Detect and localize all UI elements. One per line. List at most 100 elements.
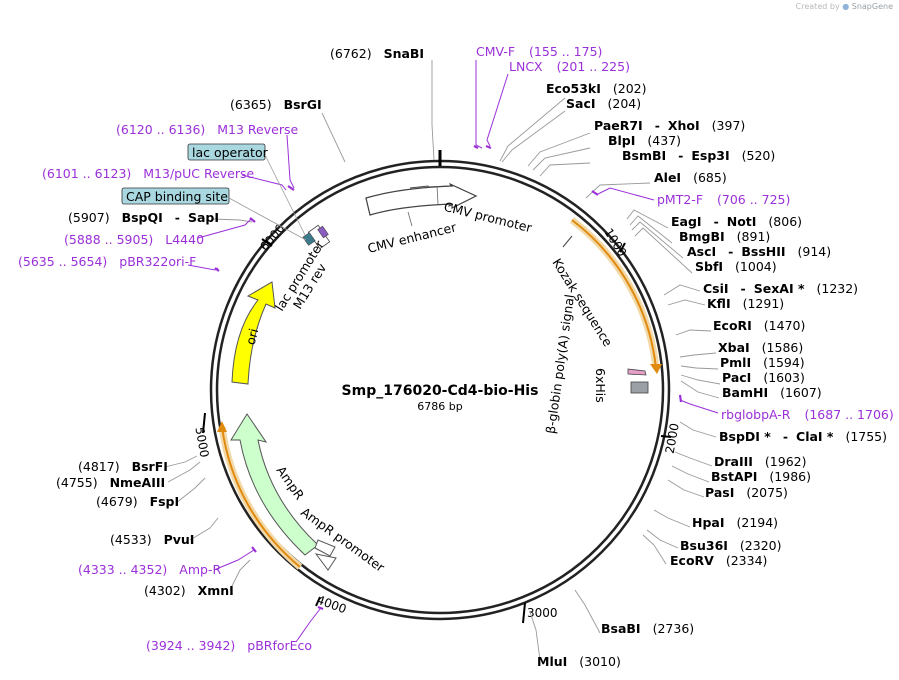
site-sep: -: [728, 244, 733, 259]
site-bsabi: BsaBI (2736): [601, 621, 694, 636]
site-name: FspI: [150, 494, 180, 509]
site-pos: (1594): [763, 355, 805, 370]
primer-l4440: (5888 .. 5905) L4440: [64, 232, 204, 247]
site-pos: (5907): [68, 210, 110, 225]
cap-binding-tag: CAP binding site: [126, 189, 228, 204]
site-name: EcoRV: [670, 553, 714, 568]
tick-label-2000: 2000: [663, 422, 682, 455]
site-draiii: DraIII (1962): [714, 454, 807, 469]
site-pos: (204): [607, 96, 641, 111]
site-pos: (2320): [740, 538, 782, 553]
primer-pmt2-f: pMT2-F (706 .. 725): [657, 192, 790, 207]
primer-amp-r: (4333 .. 4352) Amp-R: [78, 562, 221, 577]
primer-m13-puc-reverse: (6101 .. 6123) M13/pUC Reverse: [42, 166, 255, 181]
primer-leaders: [187, 60, 719, 643]
primer-marks: [214, 144, 683, 611]
site-pos: (1603): [763, 370, 805, 385]
site-bmgbi: BmgBI (891): [679, 229, 770, 244]
site-name: CsiI: [703, 281, 729, 296]
cmv-enhancer-leader: [407, 211, 413, 227]
site-ecori: EcoRI (1470): [713, 318, 805, 333]
site-pos: (2194): [736, 515, 778, 530]
primer-name: M13 Reverse: [217, 122, 298, 137]
site-name: BmgBI: [679, 229, 725, 244]
site-eco53ki: Eco53kI (202): [546, 81, 647, 96]
site-name2: SapI: [188, 210, 219, 225]
site-pos: (397): [712, 118, 746, 133]
orf-arc: [571, 219, 657, 369]
lac-operator-tag: lac operator: [192, 145, 269, 160]
site-name: XbaI: [718, 340, 750, 355]
site-pos: (1607): [780, 385, 822, 400]
primer-range: (5635 .. 5654): [18, 254, 107, 269]
site-bsmbi-esp3i: BsmBI - Esp3I (520): [622, 148, 775, 163]
site-bamhi: BamHI (1607): [722, 385, 822, 400]
lac-operator-tag-box: [187, 143, 266, 161]
globin-label: β-globin poly(A) signal: [543, 293, 577, 434]
site-name: BspQI: [122, 210, 163, 225]
site-bspdi-clai: BspDI * - ClaI * (1755): [719, 429, 887, 444]
site-name: Eco53kI: [546, 81, 601, 96]
site-name: KflI: [707, 296, 731, 311]
site-sep: -: [655, 118, 660, 133]
snapgene-credit: Created by ● SnapGene: [796, 2, 893, 11]
ampr-arrow: [230, 413, 319, 556]
site-pos: (1004): [735, 259, 777, 274]
site-pos: (685): [693, 170, 727, 185]
site-bsrgi: (6365) BsrGI: [230, 97, 322, 112]
site-name: BsmBI: [622, 148, 666, 163]
primer-name: pMT2-F: [657, 192, 703, 207]
site-sep: -: [678, 148, 683, 163]
site-pos: (4817): [78, 459, 120, 474]
credit-brand: SnapGene: [851, 2, 893, 11]
site-pos: (1291): [743, 296, 785, 311]
site-pos: (1586): [762, 340, 804, 355]
primer-m13-reverse: (6120 .. 6136) M13 Reverse: [116, 122, 298, 137]
his-label: 6xHis: [593, 368, 608, 403]
primer-rbglobpa-r: rbglobpA-R (1687 .. 1706): [721, 407, 894, 422]
site-name2: Esp3I: [691, 148, 729, 163]
site-name: PvuI: [164, 532, 195, 547]
site-name: AleI: [654, 170, 681, 185]
site-bspqi-sapi: (5907) BspQI - SapI: [68, 210, 219, 225]
primer-name: pBRforEco: [247, 638, 312, 653]
primer-range: (4333 .. 4352): [78, 562, 167, 577]
primer-range: (706 .. 725): [717, 192, 790, 207]
site-saci: SacI (204): [566, 96, 641, 111]
site-pos: (520): [742, 148, 776, 163]
site-pos: (1232): [816, 281, 858, 296]
cmv-divider: [436, 185, 439, 205]
site-kfli: KflI (1291): [707, 296, 784, 311]
tick-marks: [202, 238, 672, 624]
site-bsrfi: (4817) BsrFI: [78, 459, 168, 474]
primer-name: rbglobpA-R: [721, 407, 791, 422]
site-name: PaeR7I: [594, 118, 643, 133]
site-pvui: (4533) PvuI: [110, 532, 194, 547]
site-nmeaiii: (4755) NmeAIII: [56, 475, 165, 490]
site-pmli: PmlI (1594): [720, 355, 805, 370]
site-name: DraIII: [714, 454, 753, 469]
site-name: HpaI: [692, 515, 725, 530]
site-name2: XhoI: [668, 118, 700, 133]
site-name: SnaBI: [384, 46, 425, 61]
site-hpai: HpaI (2194): [692, 515, 778, 530]
site-name: AscI: [687, 244, 716, 259]
ori-arrow: [231, 281, 276, 385]
site-name: EagI: [671, 214, 702, 229]
site-sbfi: SbfI (1004): [695, 259, 777, 274]
m13-rev-box: [317, 225, 329, 239]
site-csii-sexai: CsiI - SexAI * (1232): [703, 281, 858, 296]
site-pos: (1755): [845, 429, 887, 444]
site-name2: SexAI *: [754, 281, 805, 296]
site-asci-bsshii: AscI - BssHII (914): [687, 244, 831, 259]
primer-name: Amp-R: [179, 562, 221, 577]
site-xmni: (4302) XmnI: [144, 583, 234, 598]
primer-name: LNCX: [509, 59, 543, 74]
site-pos: (4755): [56, 475, 98, 490]
ori-label: ori: [243, 327, 262, 347]
site-xbai: XbaI (1586): [718, 340, 803, 355]
cmv-combined-arrow: [365, 183, 478, 216]
primer-range: (1687 .. 1706): [804, 407, 893, 422]
site-leaders: [164, 60, 721, 661]
